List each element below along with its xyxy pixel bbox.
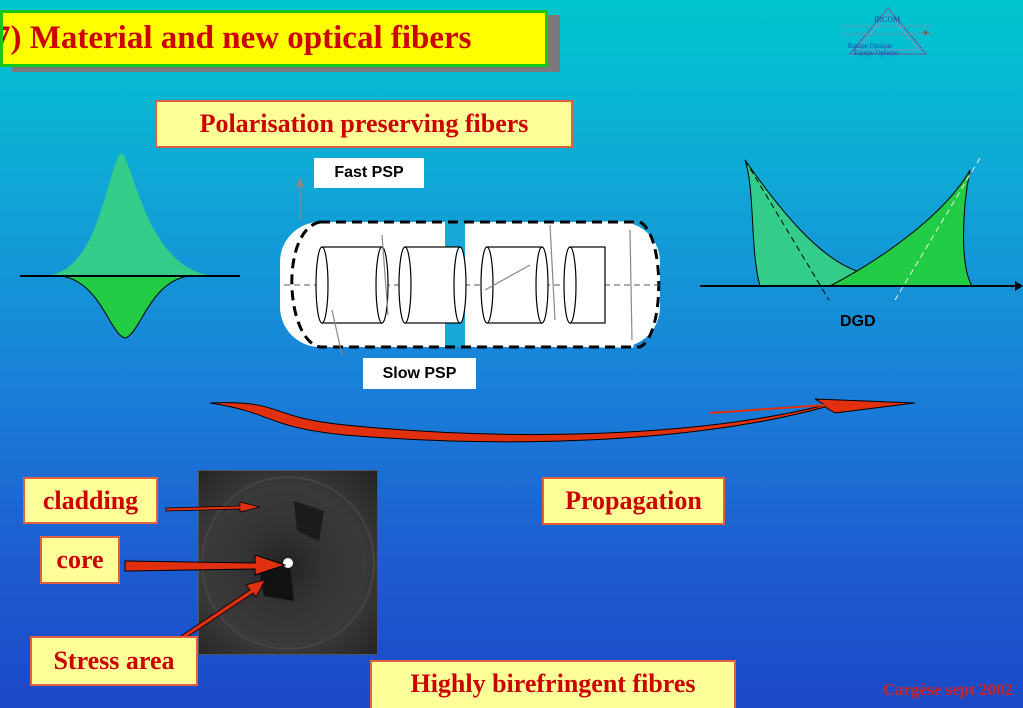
svg-text:✳: ✳ (922, 28, 930, 38)
dgd-label: DGD (840, 313, 876, 330)
input-pulse (20, 153, 240, 339)
output-pulses (700, 157, 1023, 300)
svg-text:Equipe Optique: Equipe Optique (854, 49, 898, 57)
cladding-label: cladding (23, 477, 158, 524)
ircom-logo: IRCOM Equipe Optique Equipe Optique ✳ (842, 6, 932, 57)
highly-birefringent-label: Highly birefringent fibres (370, 660, 736, 708)
propagation-arrow (209, 398, 916, 443)
core-label: core (40, 536, 120, 584)
polarisation-label: Polarisation preserving fibers (155, 100, 573, 148)
fiber-diagram (280, 177, 662, 356)
slow-psp-label: Slow PSP (363, 358, 476, 389)
logo-sub-text: Equipe Optique (848, 42, 892, 50)
propagation-label: Propagation (542, 477, 725, 525)
slide-title: 7) Material and new optical fibers (0, 10, 548, 67)
footer-text: Cargèse sept 2002 (882, 680, 1013, 699)
pointer-arrows (124, 501, 287, 644)
fast-psp-label: Fast PSP (314, 158, 424, 188)
stress-area-label: Stress area (30, 636, 198, 686)
logo-top-text: IRCOM (874, 15, 900, 24)
